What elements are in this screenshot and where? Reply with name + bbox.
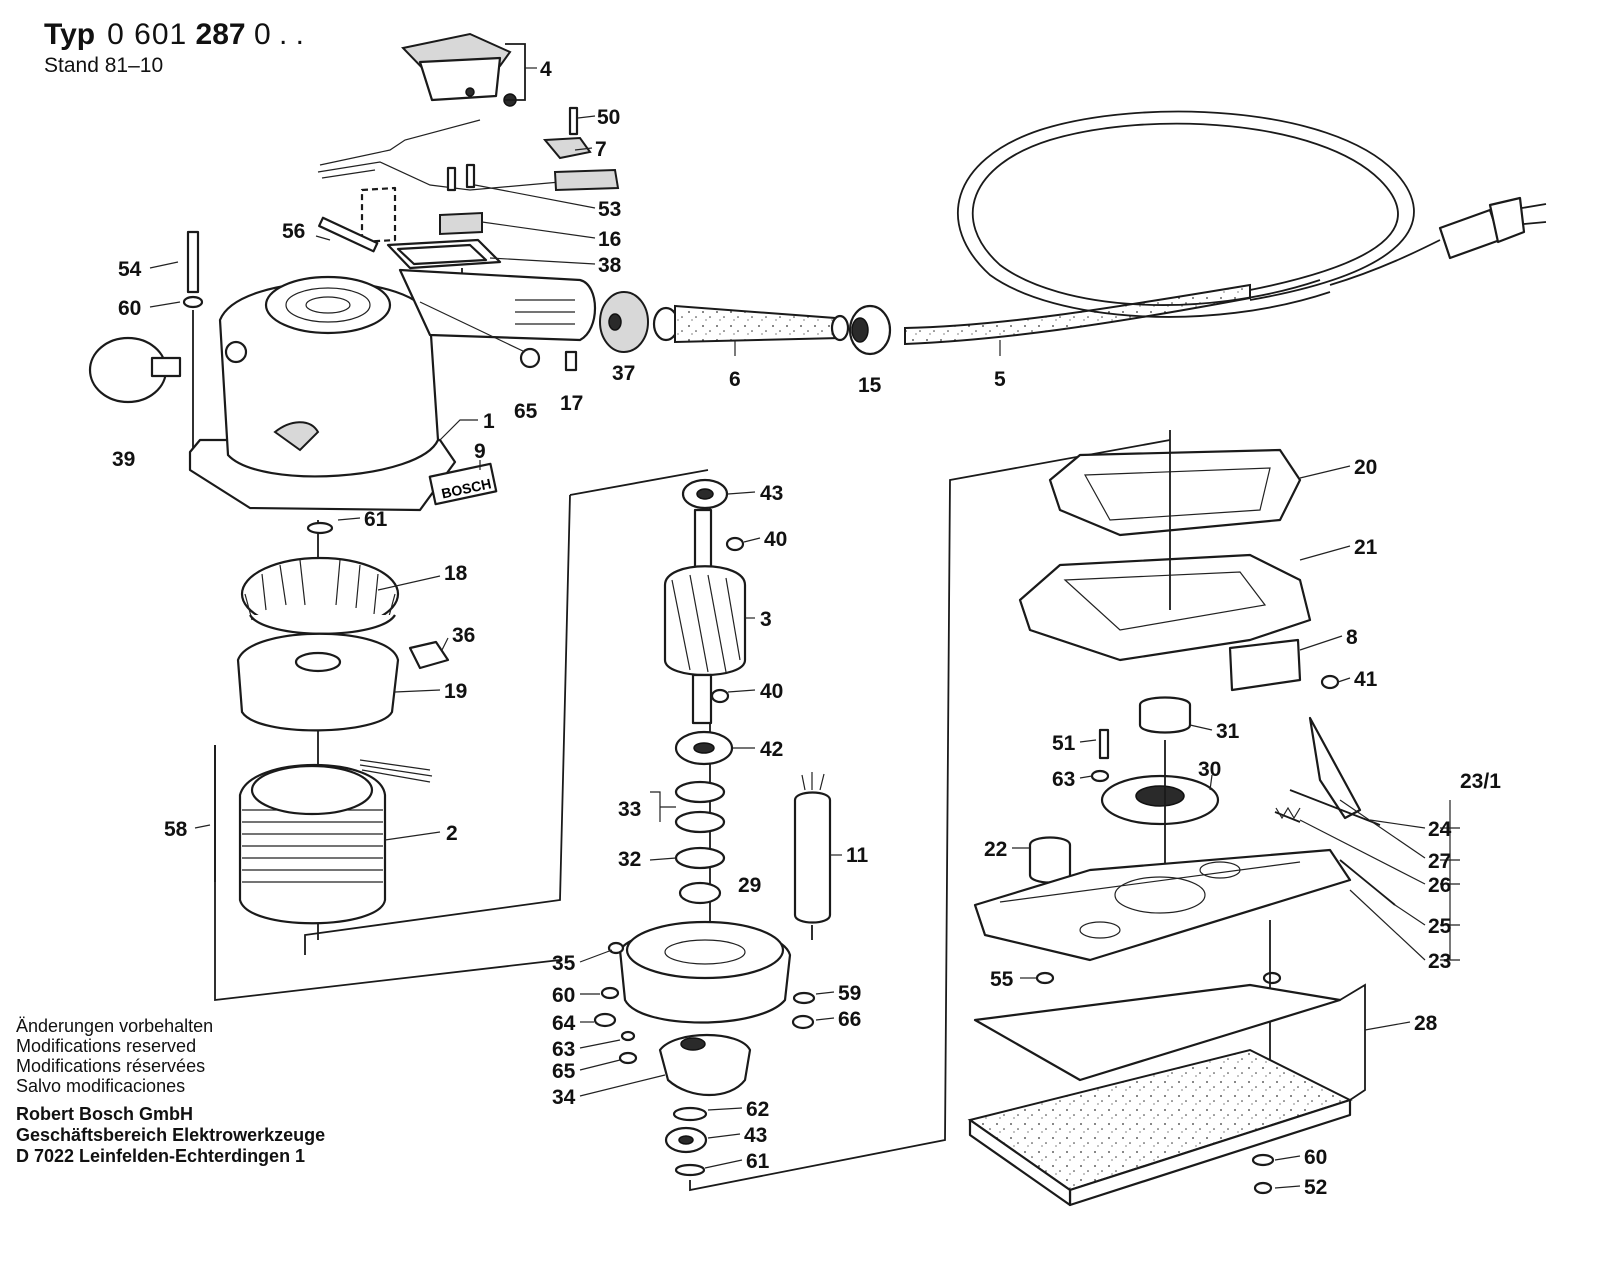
callout-3: 3 (760, 608, 772, 631)
callout-18: 18 (444, 562, 468, 585)
callout-42: 42 (760, 738, 783, 761)
callout-20: 20 (1354, 456, 1377, 479)
type-label: Typ (44, 18, 96, 51)
callout-60: 60 (118, 297, 141, 320)
callout-4: 4 (540, 58, 552, 81)
callout-8: 8 (1346, 626, 1358, 649)
bearing-housing-assembly (593, 439, 1171, 1192)
callout-53: 53 (598, 198, 621, 221)
stand-label: Stand (44, 54, 99, 77)
leader-lines (149, 67, 1460, 1189)
fan-and-field-assembly (214, 520, 561, 1002)
callout-61-lower: 61 (746, 1150, 770, 1173)
stand-date: Stand 81–10 (44, 54, 304, 78)
callout-60-housing: 60 (552, 984, 575, 1007)
callout-30: 30 (1198, 758, 1221, 781)
company-name: Robert Bosch GmbH (16, 1104, 194, 1124)
callout-16: 16 (598, 228, 621, 251)
callout-61: 61 (364, 508, 388, 531)
callout-35: 35 (552, 952, 576, 975)
callout-25: 25 (1428, 915, 1452, 938)
callout-33: 33 (618, 798, 641, 821)
callout-40-lower: 40 (760, 680, 783, 703)
callout-41: 41 (1354, 668, 1378, 691)
note-line: Modifications réservées (16, 1056, 206, 1076)
note-line: Änderungen vorbehalten (16, 1016, 214, 1036)
callout-40: 40 (764, 528, 787, 551)
title-block: Typ 0 601 287 0 . . Stand 81–10 (44, 18, 304, 78)
callout-9: 9 (474, 440, 486, 463)
capacitor (793, 772, 832, 940)
callout-34: 34 (552, 1086, 576, 1109)
callout-65-housing: 65 (552, 1060, 576, 1083)
callout-2: 2 (446, 822, 458, 845)
callout-28: 28 (1414, 1012, 1438, 1035)
callout-66: 66 (838, 1008, 861, 1031)
note-line: Modifications reserved (16, 1036, 197, 1056)
stand-value: 81–10 (104, 54, 164, 77)
callout-32: 32 (618, 848, 641, 871)
callout-62: 62 (746, 1098, 769, 1121)
callout-29: 29 (738, 874, 761, 897)
company-division: Geschäftsbereich Elektrowerkzeuge (16, 1125, 326, 1145)
company-city: D 7022 Leinfelden-Echterdingen 1 (16, 1146, 306, 1166)
type-number-main: 287 (195, 18, 246, 51)
callout-63: 63 (552, 1038, 575, 1061)
callout-54: 54 (118, 258, 142, 281)
cable-assembly (599, 110, 1547, 356)
callout-1: 1 (483, 410, 495, 433)
note-line: Salvo modificaciones (16, 1076, 186, 1096)
type-number-suffix: 0 . . (253, 18, 304, 51)
callout-21: 21 (1354, 536, 1378, 559)
callout-58: 58 (164, 818, 188, 841)
type-number-prefix: 0 601 (107, 18, 188, 51)
callout-36: 36 (452, 624, 475, 647)
callout-38: 38 (598, 254, 622, 277)
callout-31: 31 (1216, 720, 1240, 743)
callout-23-1: 23/1 (1460, 770, 1501, 793)
callout-37: 37 (612, 362, 635, 385)
callout-17: 17 (560, 392, 583, 415)
callout-23: 23 (1428, 950, 1451, 973)
callout-39: 39 (112, 448, 135, 471)
callout-55: 55 (990, 968, 1014, 991)
callout-59: 59 (838, 982, 861, 1005)
sanding-pad-assembly (967, 983, 1366, 1207)
callout-labels: 4 50 7 53 16 38 56 54 60 39 65 17 1 9 37… (112, 58, 1501, 1199)
callout-63-frame: 63 (1052, 768, 1075, 791)
callout-6: 6 (729, 368, 741, 391)
callout-50: 50 (597, 106, 620, 129)
callout-43-lower: 43 (744, 1124, 767, 1147)
callout-22: 22 (984, 838, 1007, 861)
motor-housing: BOSCH (88, 216, 597, 512)
company-address: Robert Bosch GmbH Geschäftsbereich Elekt… (16, 1104, 325, 1167)
modification-notes: Änderungen vorbehalten Modifications res… (16, 1016, 213, 1096)
armature-assembly (304, 469, 747, 960)
callout-7: 7 (595, 138, 607, 161)
callout-43: 43 (760, 482, 783, 505)
callout-56: 56 (282, 220, 305, 243)
callout-65: 65 (514, 400, 538, 423)
callout-60-pad: 60 (1304, 1146, 1327, 1169)
callout-24: 24 (1428, 818, 1452, 841)
switch-assembly (317, 32, 620, 290)
callout-19: 19 (444, 680, 467, 703)
callout-64: 64 (552, 1012, 576, 1035)
type-number: Typ 0 601 287 0 . . (44, 18, 304, 52)
frame-assembly (1018, 430, 1340, 900)
callout-52: 52 (1304, 1176, 1327, 1199)
base-plate-assembly (973, 716, 1396, 1095)
callout-26: 26 (1428, 874, 1451, 897)
callout-5: 5 (994, 368, 1006, 391)
callout-51: 51 (1052, 732, 1076, 755)
callout-27: 27 (1428, 850, 1451, 873)
callout-11: 11 (846, 844, 869, 867)
callout-15: 15 (858, 374, 882, 397)
